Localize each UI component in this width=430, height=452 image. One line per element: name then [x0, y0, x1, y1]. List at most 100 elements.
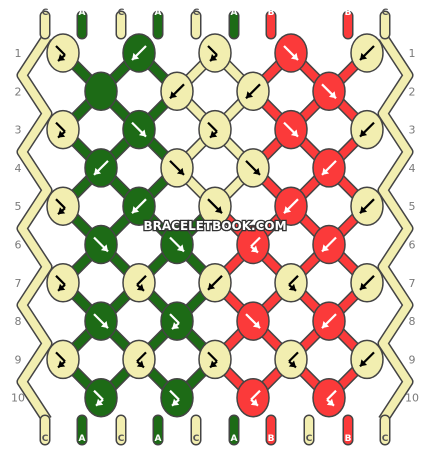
knot [122, 263, 156, 303]
knot-grid [46, 33, 384, 418]
arrow-head [138, 129, 146, 137]
arrow-head [172, 398, 180, 406]
knot [160, 71, 194, 112]
arrow-head [210, 54, 218, 61]
arrow-head [252, 167, 260, 175]
knot [236, 377, 270, 418]
knot [46, 109, 80, 150]
knot [350, 109, 384, 150]
arrow-head [58, 207, 66, 215]
arrow-head [288, 360, 296, 368]
knot [236, 71, 270, 112]
arrow-head [360, 206, 368, 214]
knot [84, 377, 118, 418]
knot [160, 377, 194, 418]
arrow-head [208, 282, 216, 290]
knot [274, 339, 308, 380]
knot [46, 186, 80, 226]
top-strand-label: B [345, 8, 352, 18]
bottom-strand-label: C [193, 434, 200, 444]
arrow-head [94, 167, 102, 175]
arrow-head [210, 130, 218, 138]
knot [122, 109, 156, 150]
arrow-head [322, 244, 330, 252]
bottom-strand-label: A [231, 434, 238, 444]
arrow-head [58, 130, 66, 138]
knot [160, 301, 194, 341]
arrow-head [360, 52, 368, 60]
knot [122, 339, 156, 380]
knot [236, 148, 270, 188]
arrow-head [250, 245, 258, 253]
row-number-right: 7 [409, 277, 416, 290]
arrow-head [284, 206, 292, 214]
arrow-head [100, 321, 108, 329]
knot [236, 301, 270, 341]
row-number-left: 9 [15, 353, 22, 366]
arrow-head [172, 322, 180, 330]
arrow-head [170, 91, 178, 99]
row-number-left: 7 [15, 277, 22, 290]
knot [312, 377, 346, 418]
row-number-left: 10 [11, 392, 25, 405]
arrow-head [58, 54, 66, 61]
row-number-right: 3 [409, 124, 416, 137]
row-number-left: 6 [15, 239, 22, 252]
knot [350, 33, 384, 73]
knot [274, 263, 308, 303]
bottom-strand-label: B [345, 434, 352, 444]
knot [160, 224, 194, 265]
arrow-head [136, 283, 144, 291]
knot-ellipse [84, 71, 118, 112]
arrow-head [176, 167, 184, 175]
arrow-head [250, 398, 258, 406]
row-number-right: 8 [409, 315, 416, 328]
bottom-strand-label: C [118, 434, 125, 444]
arrow-head [132, 206, 140, 214]
knot [274, 33, 308, 73]
top-strand-label: C [42, 8, 49, 18]
arrow-head [136, 360, 144, 368]
knot [274, 186, 308, 226]
top-strand-label: A [155, 8, 162, 18]
row-number-left: 1 [15, 47, 22, 60]
knot [122, 33, 156, 73]
row-number-left: 5 [15, 200, 22, 213]
arrow-head [252, 321, 260, 329]
row-number-left: 4 [15, 162, 22, 175]
knot [312, 301, 346, 341]
knot [84, 148, 118, 188]
top-strand-label: C [193, 8, 200, 18]
knot [84, 301, 118, 341]
knot [84, 71, 118, 112]
bottom-strand-label: C [42, 434, 49, 444]
top-strand-label: A [231, 8, 238, 18]
row-number-left: 8 [15, 315, 22, 328]
arrow-head [96, 398, 104, 406]
row-number-right: 5 [409, 200, 416, 213]
row-number-left: 3 [15, 124, 22, 137]
knot [274, 109, 308, 150]
bottom-strand-label: B [268, 434, 275, 444]
row-number-right: 9 [409, 353, 416, 366]
arrow-head [360, 359, 368, 367]
top-strand-label: C [118, 8, 125, 18]
knot [198, 339, 232, 380]
top-strand-label: B [268, 8, 275, 18]
arrow-head [246, 91, 254, 99]
knot [46, 33, 80, 73]
arrow-head [290, 129, 298, 137]
arrow-head [322, 321, 330, 329]
arrow-head [290, 52, 298, 60]
row-number-right: 1 [409, 47, 416, 60]
arrow-head [322, 167, 330, 175]
arrow-head [210, 360, 218, 368]
arrow-head [100, 244, 108, 252]
arrow-head [360, 129, 368, 137]
knot [236, 224, 270, 265]
arrow-head [132, 52, 140, 60]
row-number-right: 2 [409, 85, 416, 98]
knot [312, 71, 346, 112]
